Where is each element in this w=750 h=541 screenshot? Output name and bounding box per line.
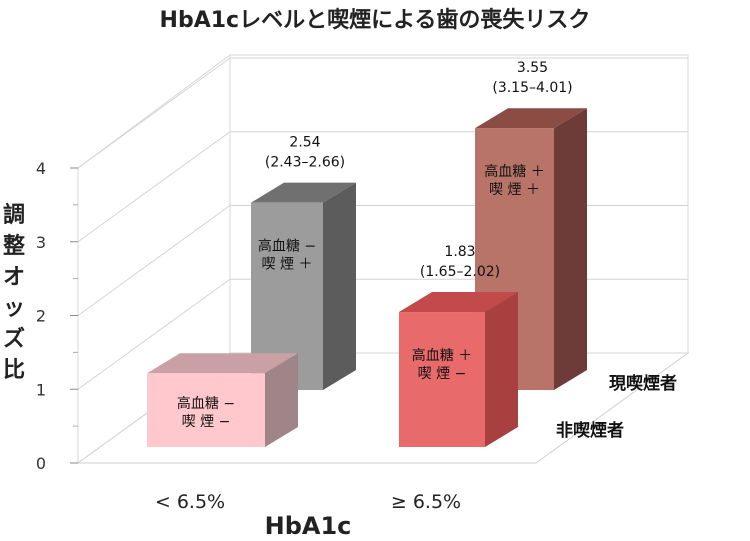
bars [147,108,587,447]
bar-side [265,353,298,447]
bar-inner-label: 喫 煙 − [182,414,231,430]
bar-value-label: 2.54 [289,135,320,151]
bar-value-label: 1.83 [444,244,475,260]
y-axis-title-char: オ [3,265,25,290]
y-tick-label: 1 [36,380,46,399]
bar [147,353,298,447]
series-label: 現喫煙者 [609,373,677,394]
y-axis-title-char: 整 [3,233,25,259]
y-tick-labels: 0 1 2 3 4 [36,159,46,473]
bar-top [399,292,518,313]
bar-labels: 高血糖 − 喫 煙 ＋ 2.54 (2.43–2.66) 高血糖 ＋ 喫 煙 ＋ 3.55 (… [177,60,573,430]
bar-ci-label: (2.43–2.66) [265,155,345,171]
chart-title: HbA1cレベルと喫煙による歯の喪失リスク [160,7,591,33]
bar-side [323,182,356,390]
y-axis-title-char: 調 [3,202,25,228]
bar-value-label: 3.55 [517,60,548,76]
bar-inner-label: 喫 煙 ＋ [262,257,313,273]
bar-top [475,108,587,129]
y-tick-label: 3 [36,233,46,252]
bar-inner-label: 高血糖 ＋ [484,163,544,180]
x-tick-label: ≥ 6.5% [391,491,461,513]
bar-ci-label: (1.65–2.02) [420,264,500,280]
y-tick-label: 2 [36,307,46,326]
x-axis-title: HbA1c [265,512,352,540]
y-tick-label: 4 [36,159,46,178]
y-axis-title-char: ズ [3,326,25,352]
bar [399,292,518,447]
y-tick-label: 0 [36,454,46,473]
bar-top [147,353,298,374]
bar-inner-label: 喫 煙 ＋ [489,182,540,198]
x-tick-label: < 6.5% [155,491,225,513]
series-labels: 非喫煙者 現喫煙者 [556,373,677,441]
bar-side [485,292,518,447]
bar-front [399,312,485,447]
gridline [77,57,688,169]
bar-front [147,373,265,447]
series-label: 非喫煙者 [556,420,624,441]
bar-inner-label: 喫 煙 − [418,366,467,382]
bar-ci-label: (3.15–4.01) [492,80,572,96]
bar-top [251,182,356,203]
bar-inner-label: 高血糖 ＋ [412,347,472,364]
bar-inner-label: 高血糖 − [258,238,316,255]
y-axis-title-char: 比 [3,358,25,383]
x-tick-labels: < 6.5% ≥ 6.5% [155,491,461,513]
y-axis-title-char: ッ [3,296,25,321]
bar-side [554,108,587,390]
bar-inner-label: 高血糖 − [177,395,235,412]
